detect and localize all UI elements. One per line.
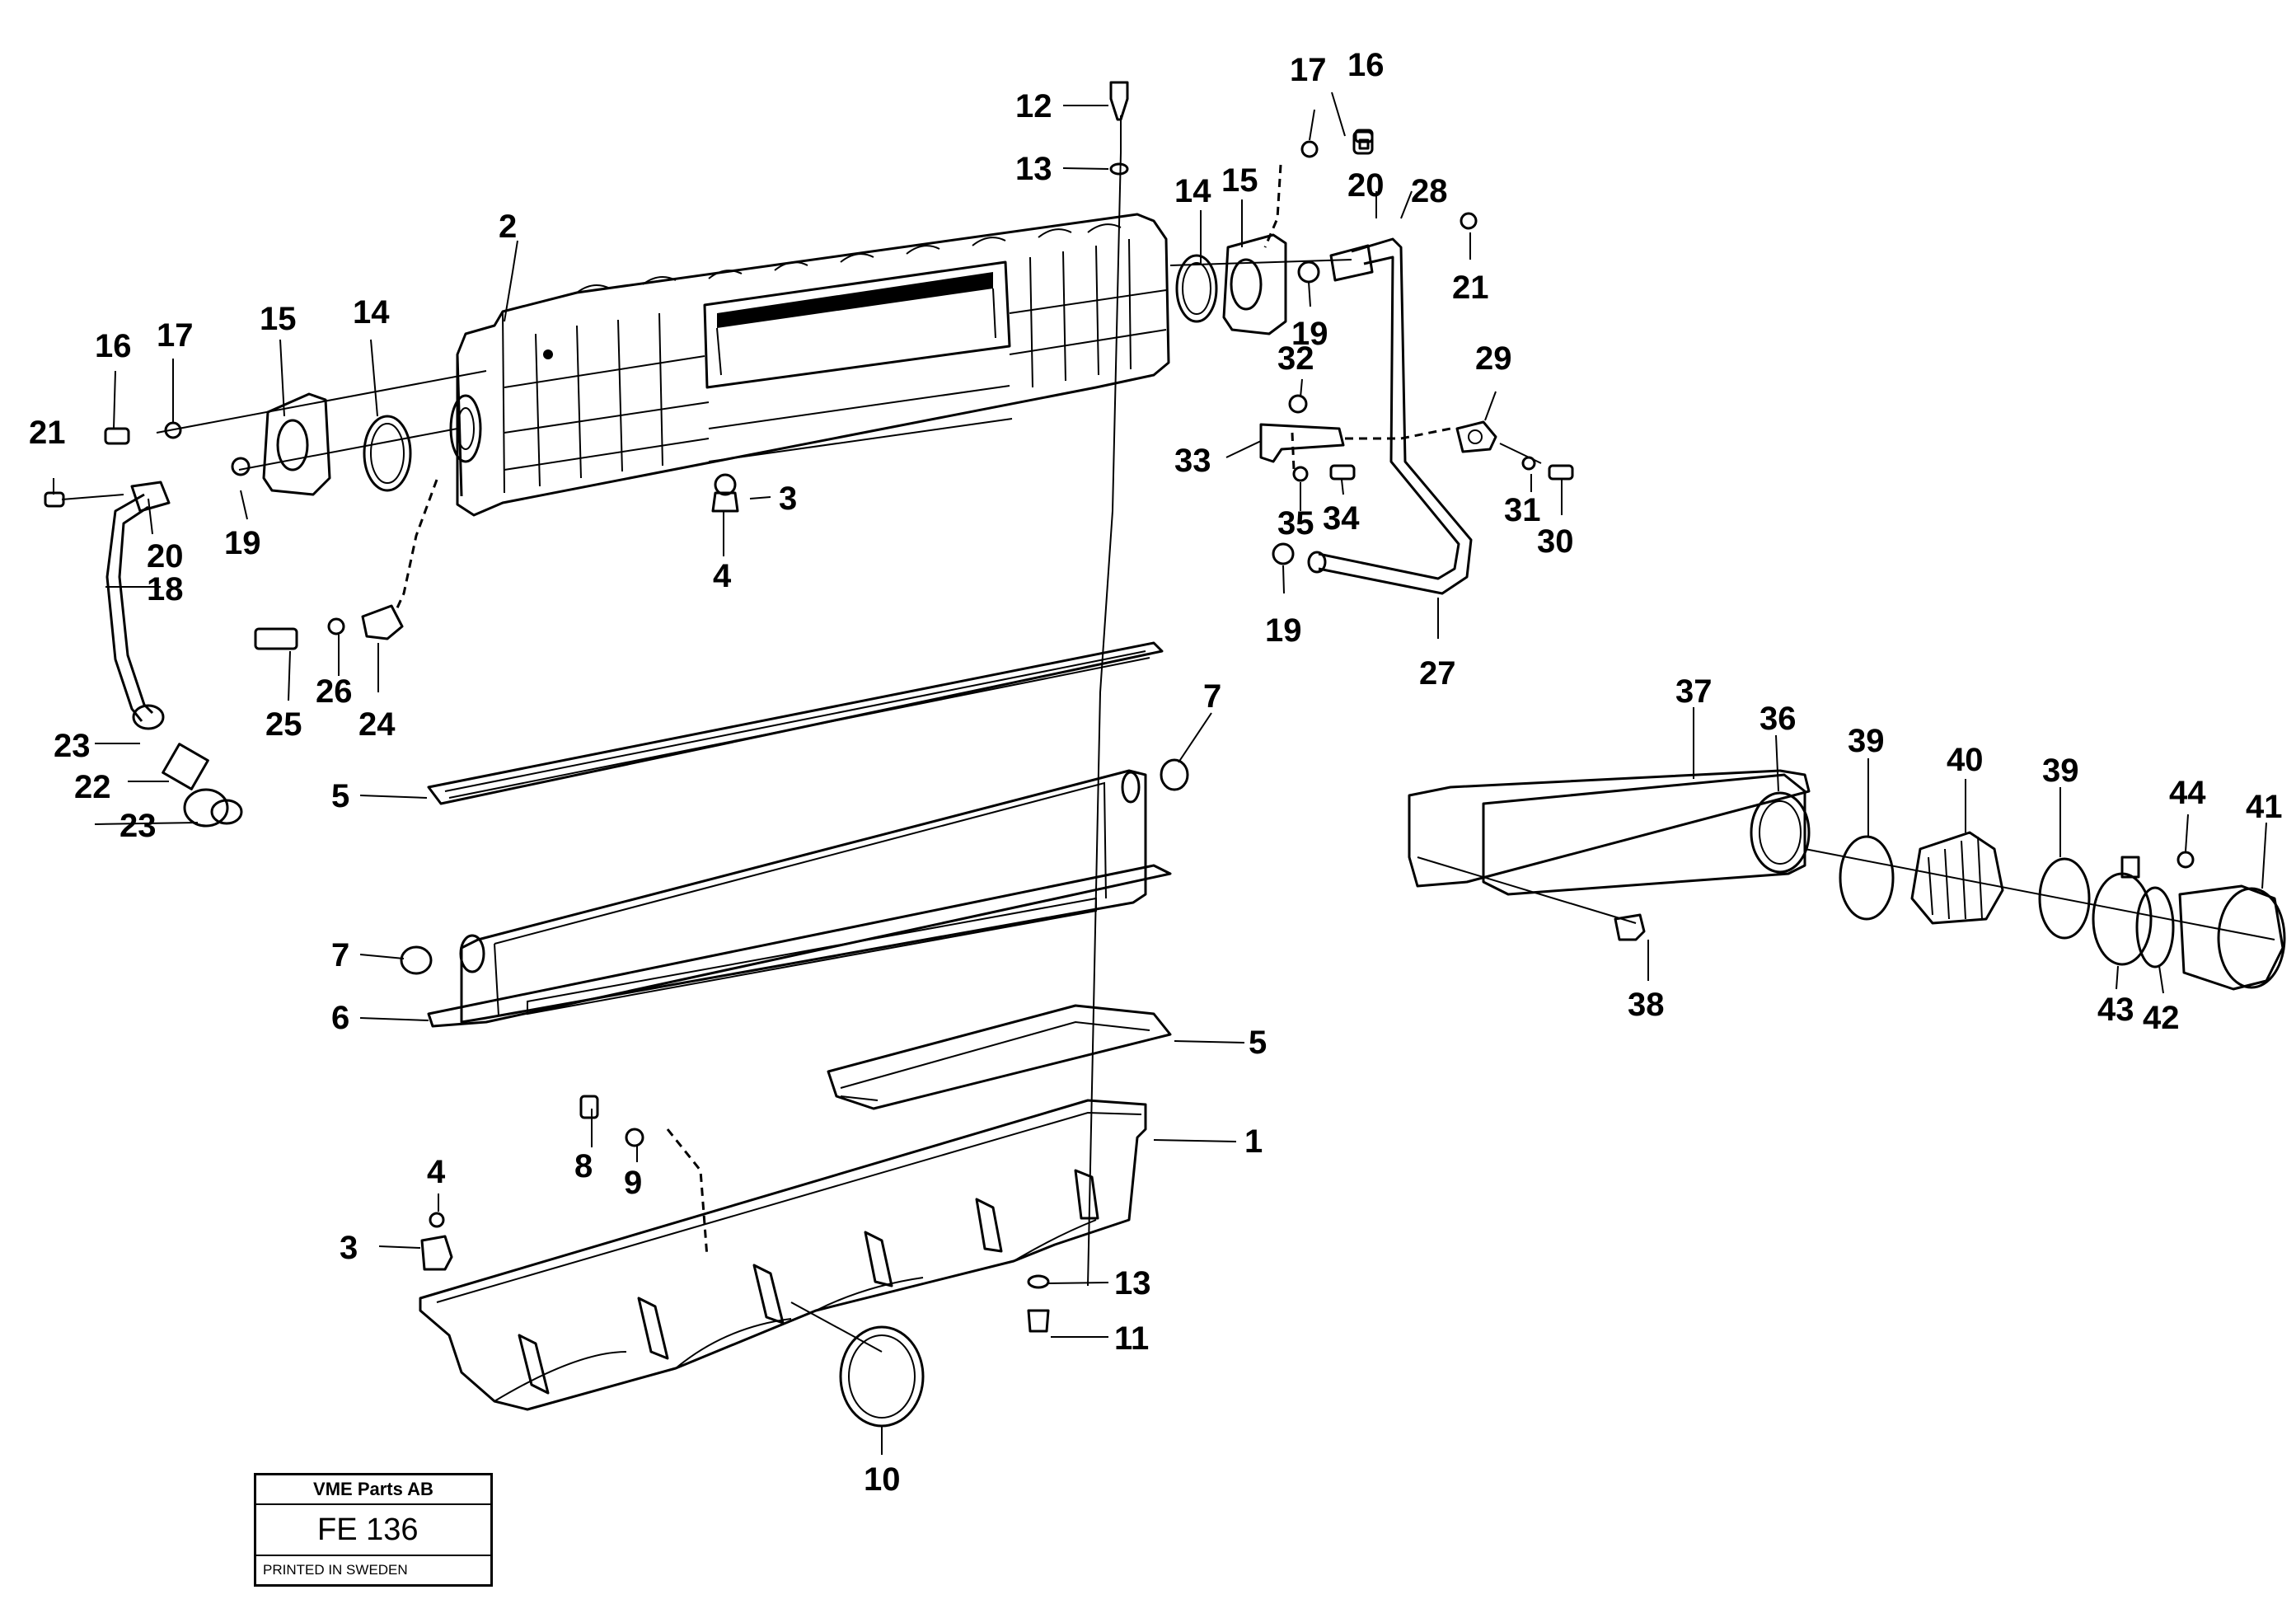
screw-38-part (1614, 913, 1646, 941)
callout-1: 1 (1244, 1123, 1263, 1160)
callout-43: 43 (2097, 992, 2134, 1028)
left-cover-flange-part (262, 392, 412, 496)
fasteners-lower (400, 758, 1189, 1333)
callout-16-right: 16 (1347, 47, 1385, 83)
callout-19-upper-right: 19 (1291, 316, 1328, 352)
callout-41: 41 (2246, 789, 2283, 825)
callout-22: 22 (74, 769, 111, 805)
intake-pipe-part (1408, 769, 1811, 896)
callout-19-lower-right: 19 (1265, 612, 1302, 649)
callout-2: 2 (499, 209, 517, 245)
callout-32: 32 (1277, 340, 1314, 377)
seal-ring-2-part (2038, 857, 2091, 940)
title-block-company: VME Parts AB (256, 1475, 490, 1505)
leader-lines (53, 91, 2267, 1455)
hose-clamp-part (2092, 851, 2195, 968)
callout-39-right: 39 (2042, 753, 2079, 789)
sensor-part (254, 604, 404, 650)
callout-4-upper: 4 (713, 558, 732, 594)
callout-20-left: 20 (147, 538, 184, 575)
callout-31: 31 (1504, 492, 1541, 528)
air-inlet-part (2178, 884, 2286, 991)
cooler-insert-part (427, 769, 1172, 1028)
right-pipe-part (1307, 237, 1473, 595)
callout-13-lower: 13 (1114, 1265, 1151, 1301)
callout-15-left: 15 (260, 301, 297, 337)
callout-19-left: 19 (224, 525, 261, 561)
callout-40: 40 (1947, 742, 1984, 778)
callout-24: 24 (358, 706, 396, 743)
callout-30: 30 (1537, 523, 1574, 560)
rubber-hose-part (1910, 831, 2004, 925)
callout-33: 33 (1174, 443, 1211, 479)
gasket-lower-part (827, 1004, 1172, 1110)
callout-36: 36 (1759, 701, 1797, 737)
callout-17-right: 17 (1290, 52, 1327, 88)
callout-42: 42 (2143, 1000, 2180, 1036)
callout-7-right: 7 (1203, 678, 1221, 715)
callout-16-left: 16 (95, 328, 132, 364)
callout-21-right: 21 (1452, 270, 1489, 306)
callout-7-left: 7 (331, 937, 349, 973)
callout-21-left: 21 (29, 415, 66, 451)
callout-labels: 1 2 3 3 4 4 5 5 6 7 7 8 9 10 11 12 13 13… (29, 47, 2283, 1498)
callout-14-right: 14 (1174, 173, 1211, 209)
callout-39-left: 39 (1848, 723, 1885, 759)
callout-3-lower: 3 (340, 1230, 358, 1266)
callout-14-left: 14 (353, 294, 390, 331)
callout-23-upper: 23 (54, 728, 91, 764)
callout-18: 18 (147, 571, 184, 607)
o-ring-part (839, 1325, 925, 1428)
callout-25: 25 (265, 706, 302, 743)
callout-8: 8 (574, 1148, 593, 1184)
callout-20-right: 20 (1347, 167, 1385, 204)
lower-manifold-part (419, 1099, 1147, 1411)
title-block-printed: PRINTED IN SWEDEN (263, 1562, 408, 1578)
callout-5-upper: 5 (331, 778, 349, 814)
callout-37: 37 (1675, 673, 1713, 710)
assembly-lines (61, 115, 2275, 1353)
callout-29: 29 (1475, 340, 1512, 377)
title-block-code: FE 136 (256, 1505, 490, 1556)
callout-15-right: 15 (1221, 162, 1258, 199)
callout-27: 27 (1419, 655, 1456, 692)
callout-23-lower: 23 (119, 808, 157, 844)
bracket-part (1259, 394, 1356, 482)
callout-28: 28 (1411, 173, 1448, 209)
callout-3-upper: 3 (779, 481, 797, 517)
callout-38: 38 (1628, 987, 1665, 1023)
callout-35: 35 (1277, 505, 1314, 542)
cooler-housing-part (449, 213, 1170, 517)
callout-26: 26 (316, 673, 353, 710)
title-block: VME Parts AB FE 136 PRINTED IN SWEDEN (254, 1473, 493, 1587)
callout-6: 6 (331, 1000, 349, 1036)
seal-ring-part (1839, 835, 1895, 921)
callout-5-lower: 5 (1249, 1025, 1267, 1061)
callout-17-left: 17 (157, 317, 194, 354)
gasket-upper-part (427, 641, 1164, 805)
callout-10: 10 (864, 1461, 901, 1498)
callout-11: 11 (1114, 1320, 1149, 1357)
callout-13-upper: 13 (1015, 151, 1052, 187)
callout-34: 34 (1323, 500, 1360, 537)
fasteners-upper (44, 81, 1478, 565)
callout-4-lower: 4 (427, 1154, 446, 1190)
callout-9: 9 (624, 1165, 642, 1201)
callout-12: 12 (1015, 88, 1052, 124)
callout-44: 44 (2169, 775, 2206, 811)
right-cover-flange-part (1175, 233, 1287, 335)
left-pipe-part (105, 481, 243, 828)
